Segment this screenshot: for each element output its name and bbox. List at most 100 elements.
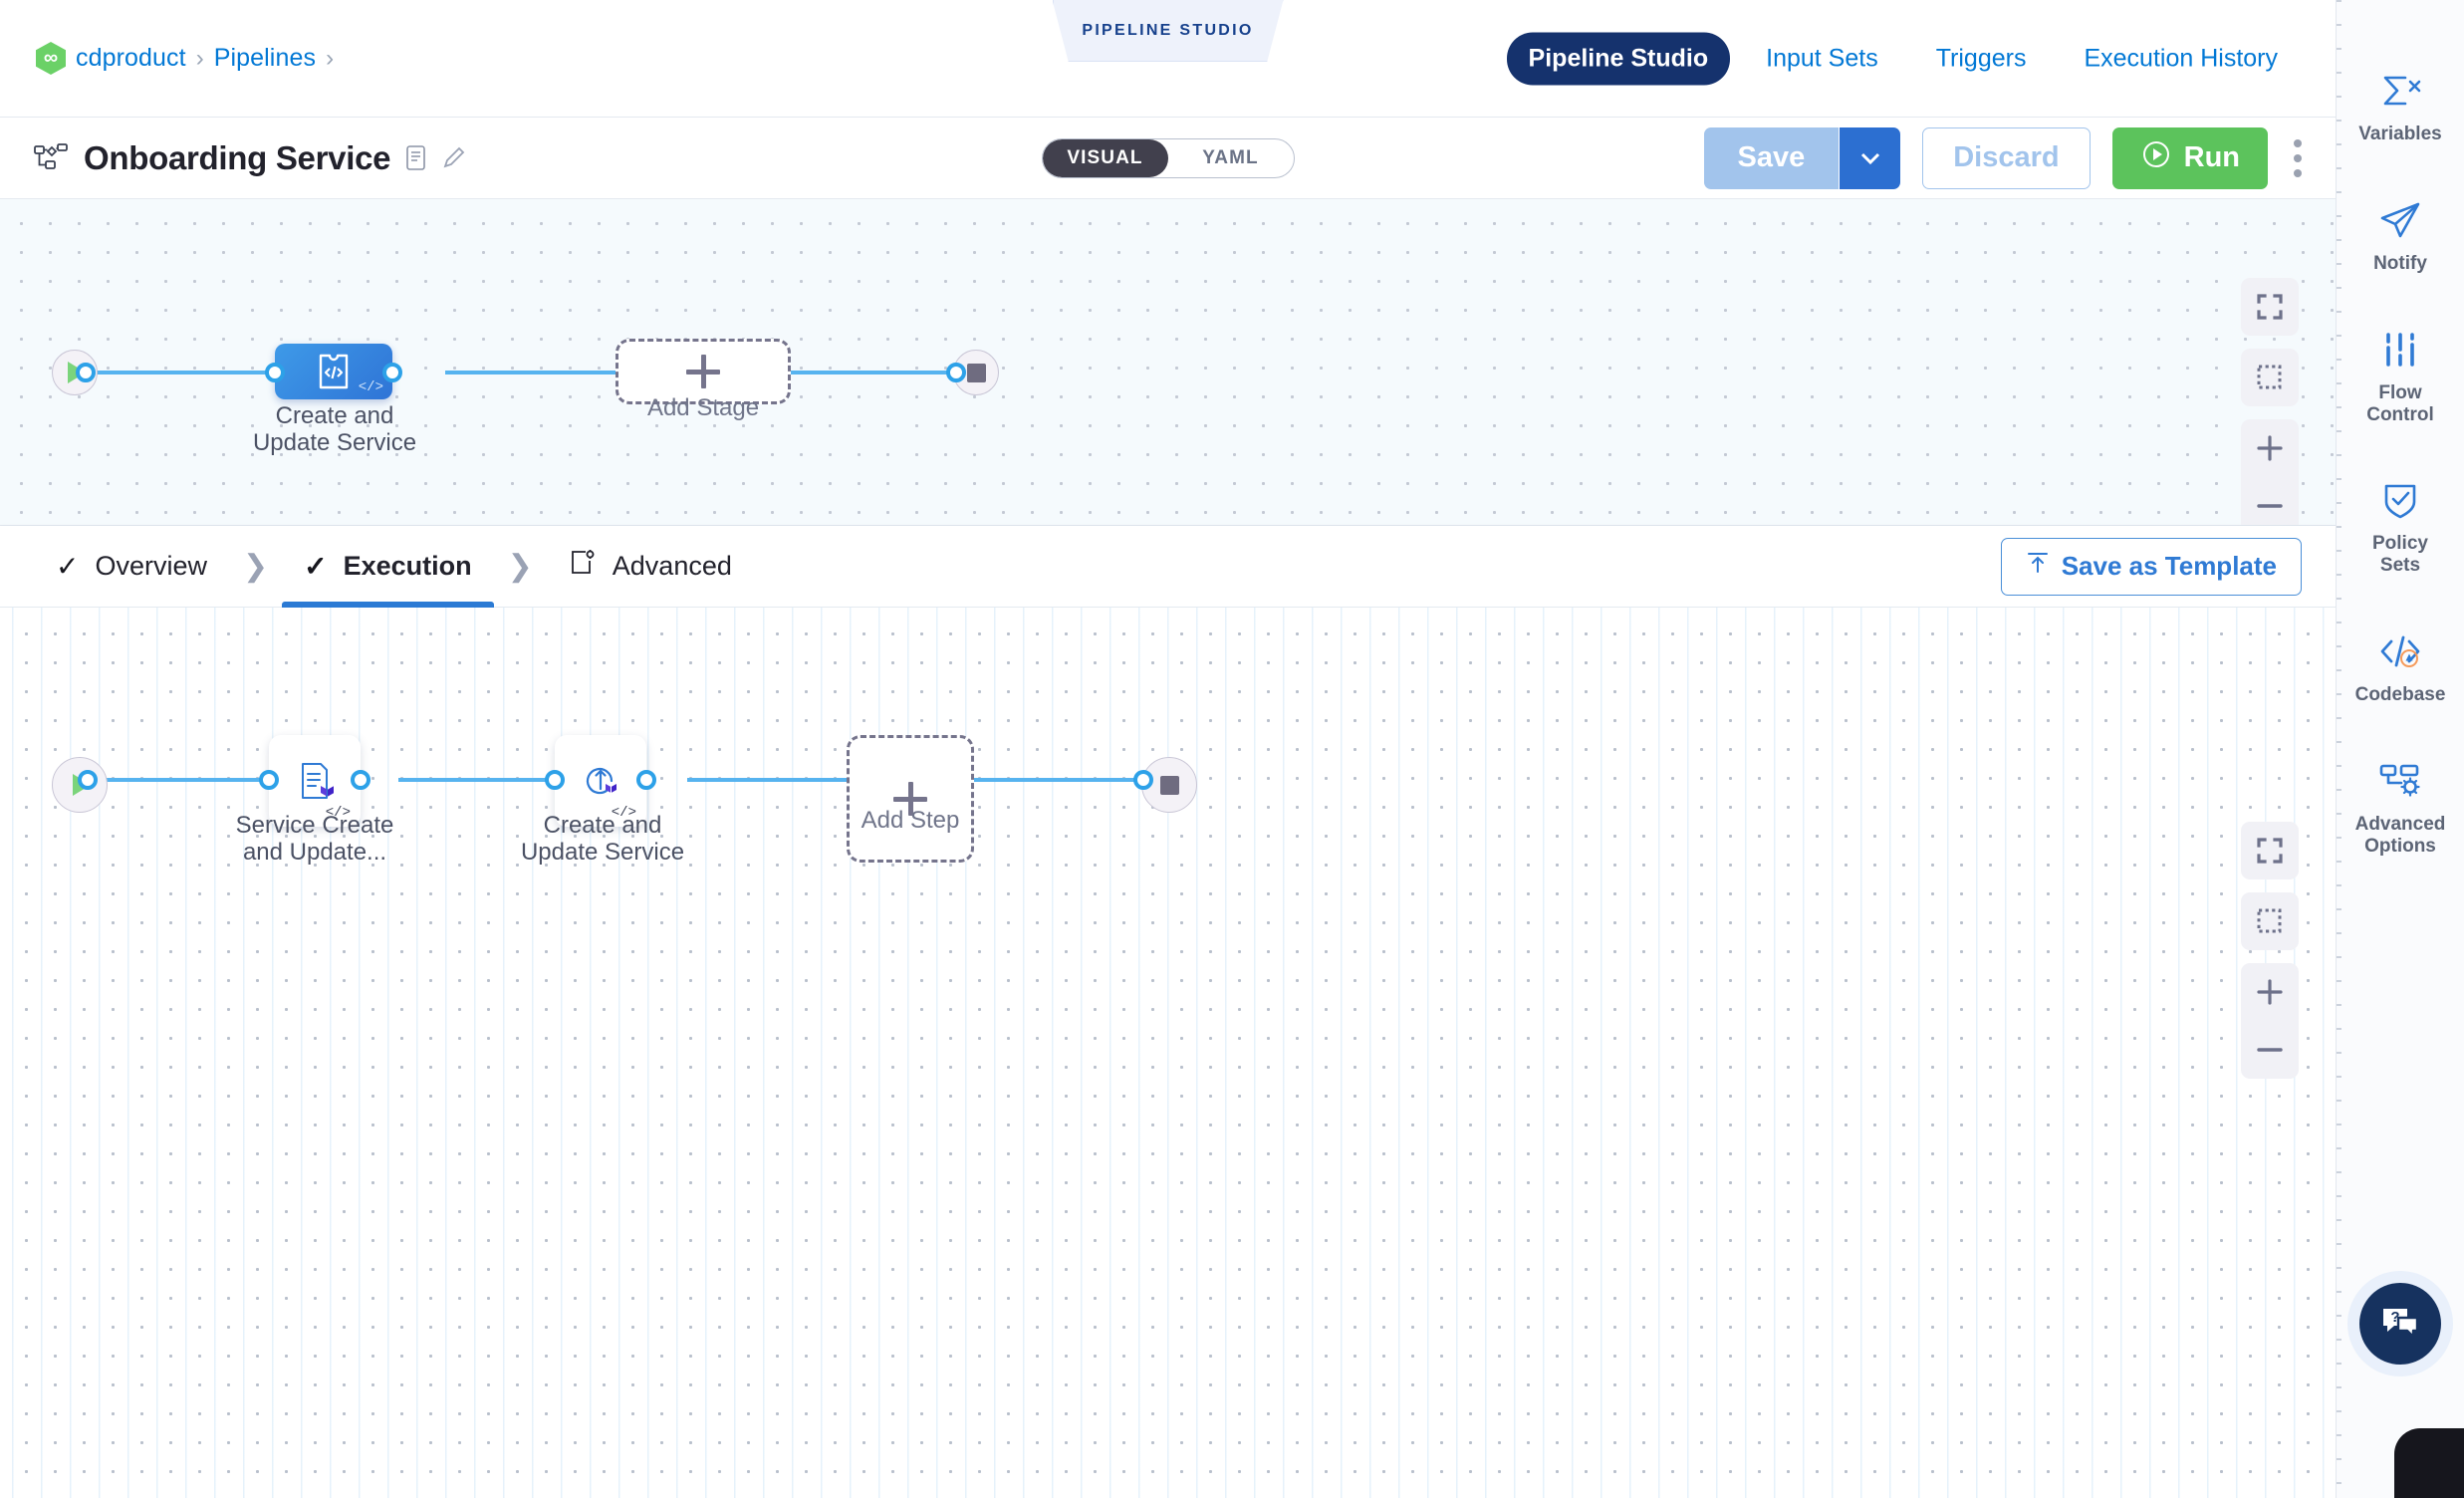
policy-sets-line1: Policy bbox=[2372, 533, 2428, 555]
breadcrumb-item-pipelines[interactable]: Pipelines bbox=[213, 44, 317, 72]
sidebar-label-advanced-options: Advanced Options bbox=[2355, 814, 2446, 858]
run-button[interactable]: Run bbox=[2111, 126, 2268, 189]
step-node-create-and-update-service[interactable]: </> bbox=[555, 735, 646, 827]
sidebar-item-codebase[interactable]: Codebase bbox=[2337, 607, 2464, 736]
sigma-variables-icon bbox=[2378, 68, 2422, 114]
save-button[interactable]: Save bbox=[1703, 126, 1840, 189]
sliders-flow-control-icon bbox=[2380, 327, 2420, 373]
zoom-in-icon[interactable] bbox=[2241, 419, 2299, 477]
sidebar-item-flow-control[interactable]: Flow Control bbox=[2337, 305, 2464, 456]
sidebar-item-advanced-options[interactable]: Advanced Options bbox=[2337, 736, 2464, 887]
sidebar-item-variables[interactable]: Variables bbox=[2337, 46, 2464, 175]
harness-hexagon-icon: ∞ bbox=[36, 42, 66, 75]
advanced-options-line1: Advanced bbox=[2354, 813, 2446, 835]
stage-canvas-controls bbox=[2241, 278, 2299, 525]
template-badge: </> bbox=[611, 805, 636, 821]
flow-control-line2: Control bbox=[2366, 403, 2434, 425]
template-badge: </> bbox=[358, 379, 383, 395]
edge-start-to-stage bbox=[85, 371, 279, 374]
tab-execution-history[interactable]: Execution History bbox=[2084, 44, 2278, 72]
title-left-group: Onboarding Service bbox=[0, 139, 466, 177]
step1-label-line2: and Update... bbox=[242, 839, 387, 867]
zoom-controls bbox=[2241, 963, 2299, 1079]
port-step2-in bbox=[545, 770, 565, 790]
chevron-right-icon: › bbox=[326, 44, 335, 72]
port-start-out bbox=[76, 363, 96, 382]
description-icon[interactable] bbox=[406, 145, 425, 170]
main-column: ∞ cdproduct › Pipelines › PIPELINE STUDI… bbox=[0, 0, 2336, 1498]
tab-overview[interactable]: ✓ Overview bbox=[34, 526, 229, 608]
tab-triggers[interactable]: Triggers bbox=[1935, 44, 2027, 72]
port-step1-in bbox=[259, 770, 279, 790]
save-button-group: Save bbox=[1703, 126, 1901, 189]
stage-canvas[interactable]: </> Create and Update Service Add Stage bbox=[0, 199, 2336, 526]
edge-step2-to-addstep bbox=[687, 778, 847, 782]
stage-node-label: Create and Update Service bbox=[235, 402, 434, 456]
advanced-settings-icon bbox=[569, 549, 597, 584]
stop-end-node[interactable] bbox=[953, 350, 999, 395]
tab-advanced[interactable]: Advanced bbox=[547, 526, 754, 608]
zoom-in-icon[interactable] bbox=[2241, 963, 2299, 1021]
advanced-options-line2: Options bbox=[2364, 835, 2436, 857]
zoom-out-icon[interactable] bbox=[2241, 477, 2299, 525]
page-title: Onboarding Service bbox=[84, 138, 391, 176]
port-start-out bbox=[78, 770, 98, 790]
tab-execution-label: Execution bbox=[343, 551, 472, 581]
edge-step1-to-step2 bbox=[398, 778, 598, 782]
tab-pipeline-studio[interactable]: Pipeline Studio bbox=[1506, 32, 1731, 85]
sidebar-item-notify[interactable]: Notify bbox=[2337, 175, 2464, 305]
zoom-controls bbox=[2241, 419, 2299, 525]
step-canvas-controls bbox=[2241, 822, 2299, 1079]
paper-plane-notify-icon bbox=[2378, 197, 2422, 243]
canvas-scrollbar[interactable] bbox=[2337, 0, 2341, 1498]
pencil-edit-icon[interactable] bbox=[441, 145, 466, 170]
title-actions: Save Discard Run bbox=[1703, 126, 2307, 189]
step-node-service-create-and-update[interactable]: </> bbox=[269, 735, 361, 827]
zoom-to-fit-icon[interactable] bbox=[2241, 892, 2299, 950]
sidebar-item-policy-sets[interactable]: Policy Sets bbox=[2337, 455, 2464, 607]
play-circle-icon bbox=[2140, 138, 2172, 178]
zoom-out-icon[interactable] bbox=[2241, 1021, 2299, 1079]
stage-label-line2: Update Service bbox=[252, 429, 417, 457]
zoom-to-fit-icon[interactable] bbox=[2241, 349, 2299, 406]
svg-text:?: ? bbox=[2390, 1309, 2399, 1326]
breadcrumb-item-cdproduct[interactable]: cdproduct bbox=[76, 44, 186, 72]
step2-label-line2: Update Service bbox=[520, 839, 685, 867]
check-icon: ✓ bbox=[56, 550, 80, 582]
stage-label-line1: Create and bbox=[275, 402, 394, 429]
discard-button[interactable]: Discard bbox=[1922, 126, 2091, 189]
shield-check-policy-icon bbox=[2379, 477, 2421, 523]
fullscreen-icon[interactable] bbox=[2241, 822, 2299, 879]
fullscreen-icon[interactable] bbox=[2241, 278, 2299, 336]
codebase-icon bbox=[2377, 628, 2423, 674]
chevron-down-icon[interactable] bbox=[1839, 126, 1901, 189]
step-canvas[interactable]: </> Service Create and Update... </> bbox=[0, 608, 2336, 1498]
advanced-options-icon bbox=[2377, 758, 2423, 804]
tab-execution[interactable]: ✓ Execution bbox=[282, 526, 494, 608]
toggle-visual[interactable]: VISUAL bbox=[1042, 138, 1168, 177]
save-as-template-button[interactable]: Save as Template bbox=[2000, 537, 2302, 596]
edge-addstage-to-end bbox=[787, 371, 966, 374]
sidebar-label-flow-control: Flow Control bbox=[2366, 382, 2434, 426]
add-step-button[interactable] bbox=[847, 735, 974, 863]
toggle-yaml[interactable]: YAML bbox=[1202, 146, 1259, 168]
port-stage-in bbox=[265, 363, 285, 382]
view-mode-toggle[interactable]: VISUAL YAML bbox=[1041, 137, 1295, 178]
step-tabs-bar: ✓ Overview ❯ ✓ Execution ❯ Advanced bbox=[0, 526, 2336, 608]
add-stage-button[interactable] bbox=[616, 339, 791, 404]
chevron-right-icon: ❯ bbox=[507, 550, 533, 583]
policy-sets-line2: Sets bbox=[2379, 555, 2421, 577]
sidebar-label-codebase: Codebase bbox=[2354, 684, 2446, 706]
check-icon: ✓ bbox=[304, 550, 328, 582]
edge-start-to-step1 bbox=[85, 778, 284, 782]
chevron-right-icon: › bbox=[195, 44, 204, 72]
breadcrumb-bar: ∞ cdproduct › Pipelines › PIPELINE STUDI… bbox=[0, 0, 2336, 118]
help-chat-icon[interactable]: ? bbox=[2359, 1283, 2441, 1365]
tab-input-sets[interactable]: Input Sets bbox=[1766, 44, 1878, 72]
port-step1-out bbox=[351, 770, 370, 790]
sidebar-label-policy-sets: Policy Sets bbox=[2372, 533, 2428, 577]
stage-node-create-and-update-service[interactable]: </> bbox=[275, 344, 392, 399]
edge-stage-to-addstage bbox=[445, 371, 619, 374]
kebab-menu-icon[interactable] bbox=[2290, 133, 2306, 183]
corner-decoration bbox=[2394, 1428, 2464, 1498]
